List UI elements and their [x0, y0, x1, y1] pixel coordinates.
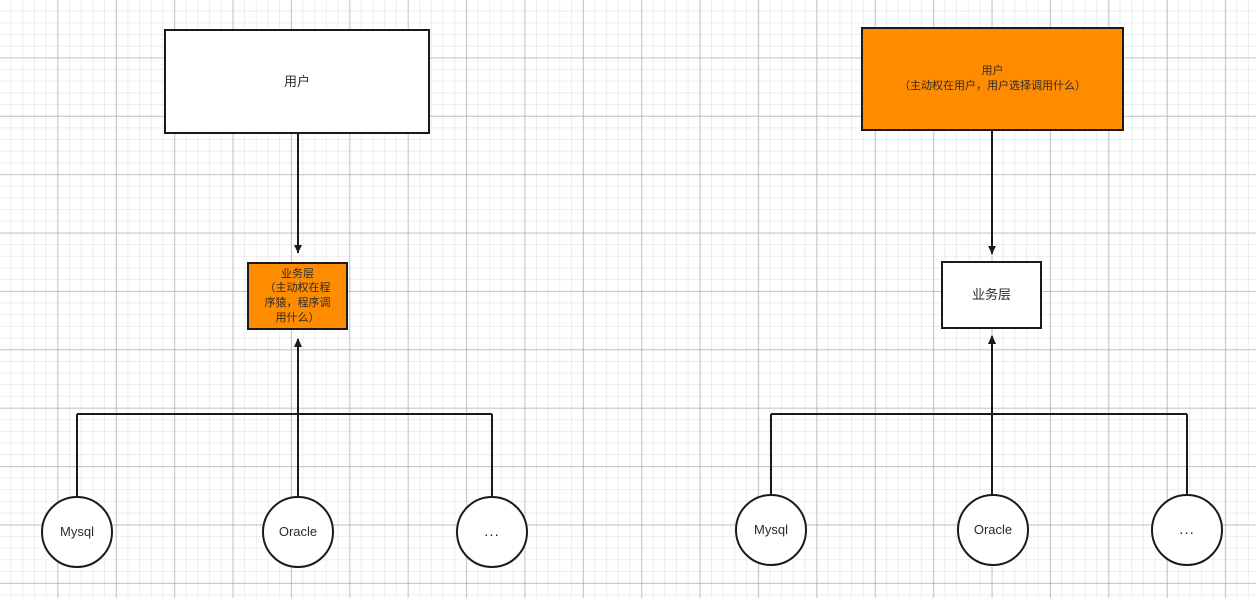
left-top-node-user[interactable]: 用户 [164, 29, 430, 134]
right-leaf-node-mysql[interactable]: Mysql [735, 494, 807, 566]
right-leaf-node-ellipsis[interactable]: ... [1151, 494, 1223, 566]
right-middle-node-business-layer[interactable]: 业务层 [941, 261, 1042, 329]
left-middle-node-business-layer[interactable]: 业务层 （主动权在程 序猿，程序调 用什么） [247, 262, 348, 330]
left-leaf-node-oracle[interactable]: Oracle [262, 496, 334, 568]
right-edge-leaves-to-middle [770, 335, 1188, 495]
left-edge-leaves-to-middle [76, 338, 493, 497]
left-leaf-node-ellipsis[interactable]: ... [456, 496, 528, 568]
right-top-node-user[interactable]: 用户 （主动权在用户，用户选择调用什么） [861, 27, 1124, 131]
left-leaf-node-mysql[interactable]: Mysql [41, 496, 113, 568]
right-leaf-node-oracle[interactable]: Oracle [957, 494, 1029, 566]
